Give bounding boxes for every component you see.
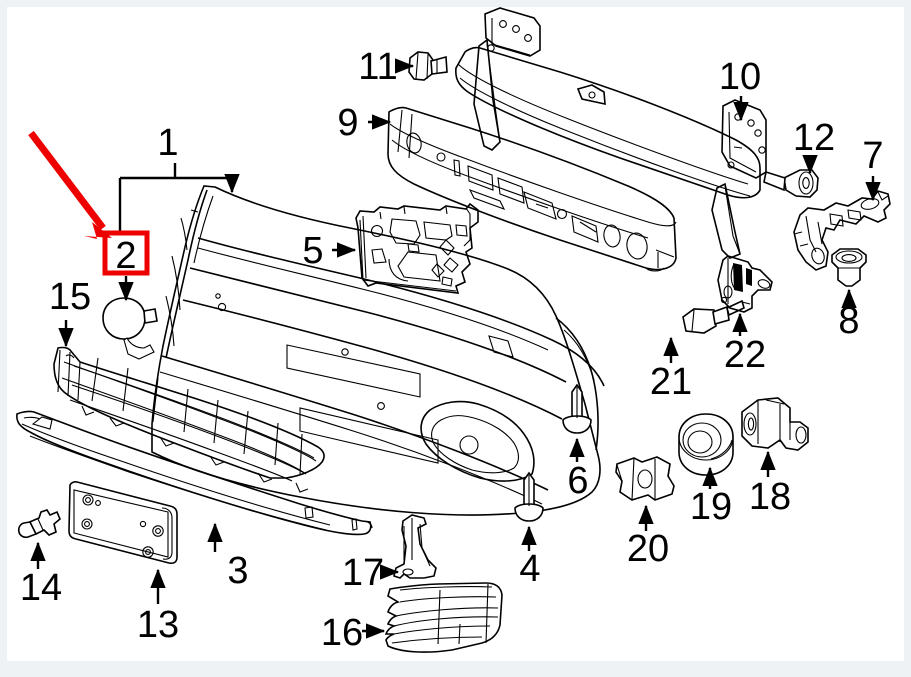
callout-16[interactable]: 16 (321, 612, 363, 654)
callout-19[interactable]: 19 (690, 486, 732, 528)
callout-6[interactable]: 6 (567, 460, 588, 502)
callout-13[interactable]: 13 (137, 604, 179, 646)
part-push-pin-clip-6[interactable] (562, 383, 592, 434)
part-plate-bracket-clip[interactable] (17, 509, 61, 539)
part-park-assist-sensor[interactable] (741, 397, 809, 451)
part-ambient-temperature-sensor[interactable] (682, 299, 745, 334)
callout-leaders (30, 58, 881, 639)
callout-15[interactable]: 15 (49, 276, 91, 318)
part-sensor-retainer-ring[interactable] (678, 413, 734, 476)
callout-10[interactable]: 10 (719, 56, 761, 98)
part-license-plate-bracket[interactable] (68, 481, 178, 565)
callout-18[interactable]: 18 (749, 476, 791, 518)
callout-1[interactable]: 1 (157, 122, 178, 164)
callout-labels: 1 2 3 4 5 6 7 8 9 10 11 12 13 14 15 16 1… (20, 46, 884, 654)
part-fog-lamp-trim-grille[interactable] (384, 582, 503, 653)
callout-7[interactable]: 7 (862, 135, 883, 177)
callout-20[interactable]: 20 (627, 528, 669, 570)
part-push-pin-clip-4[interactable] (514, 471, 544, 522)
part-shoulder-bolt[interactable] (763, 169, 819, 198)
callout-9[interactable]: 9 (337, 102, 358, 144)
diagram-canvas (7, 7, 904, 661)
highlight-annotation (28, 130, 150, 276)
callout-14[interactable]: 14 (20, 567, 62, 609)
part-impact-bar[interactable] (455, 7, 767, 259)
callout-2[interactable]: 2 (115, 235, 136, 277)
part-hex-flange-bolt[interactable] (408, 51, 448, 81)
callout-3[interactable]: 3 (227, 550, 248, 592)
part-grommet-nut[interactable] (831, 248, 867, 287)
callout-17[interactable]: 17 (342, 552, 384, 594)
callout-21[interactable]: 21 (650, 361, 692, 403)
part-energy-absorber-beam[interactable] (387, 106, 677, 272)
part-grille-retainer-bracket[interactable] (393, 514, 437, 579)
part-impact-absorber[interactable] (355, 202, 479, 294)
highlight-box (102, 230, 150, 276)
callout-22[interactable]: 22 (724, 334, 766, 376)
part-tow-eye-cover[interactable] (102, 297, 158, 360)
callout-5[interactable]: 5 (302, 230, 323, 272)
highlight-arrow-shaft (28, 130, 106, 231)
callout-11[interactable]: 11 (358, 46, 397, 88)
part-lower-valance-spoiler[interactable] (16, 410, 373, 536)
part-front-bumper-cover[interactable] (151, 185, 605, 516)
callout-12[interactable]: 12 (793, 117, 835, 159)
part-sensor-bracket-clip[interactable] (615, 456, 675, 501)
part-side-mounting-bracket[interactable] (717, 255, 773, 313)
callout-4[interactable]: 4 (519, 548, 540, 590)
part-center-lower-grille[interactable] (53, 346, 325, 493)
callout-8[interactable]: 8 (838, 300, 859, 342)
